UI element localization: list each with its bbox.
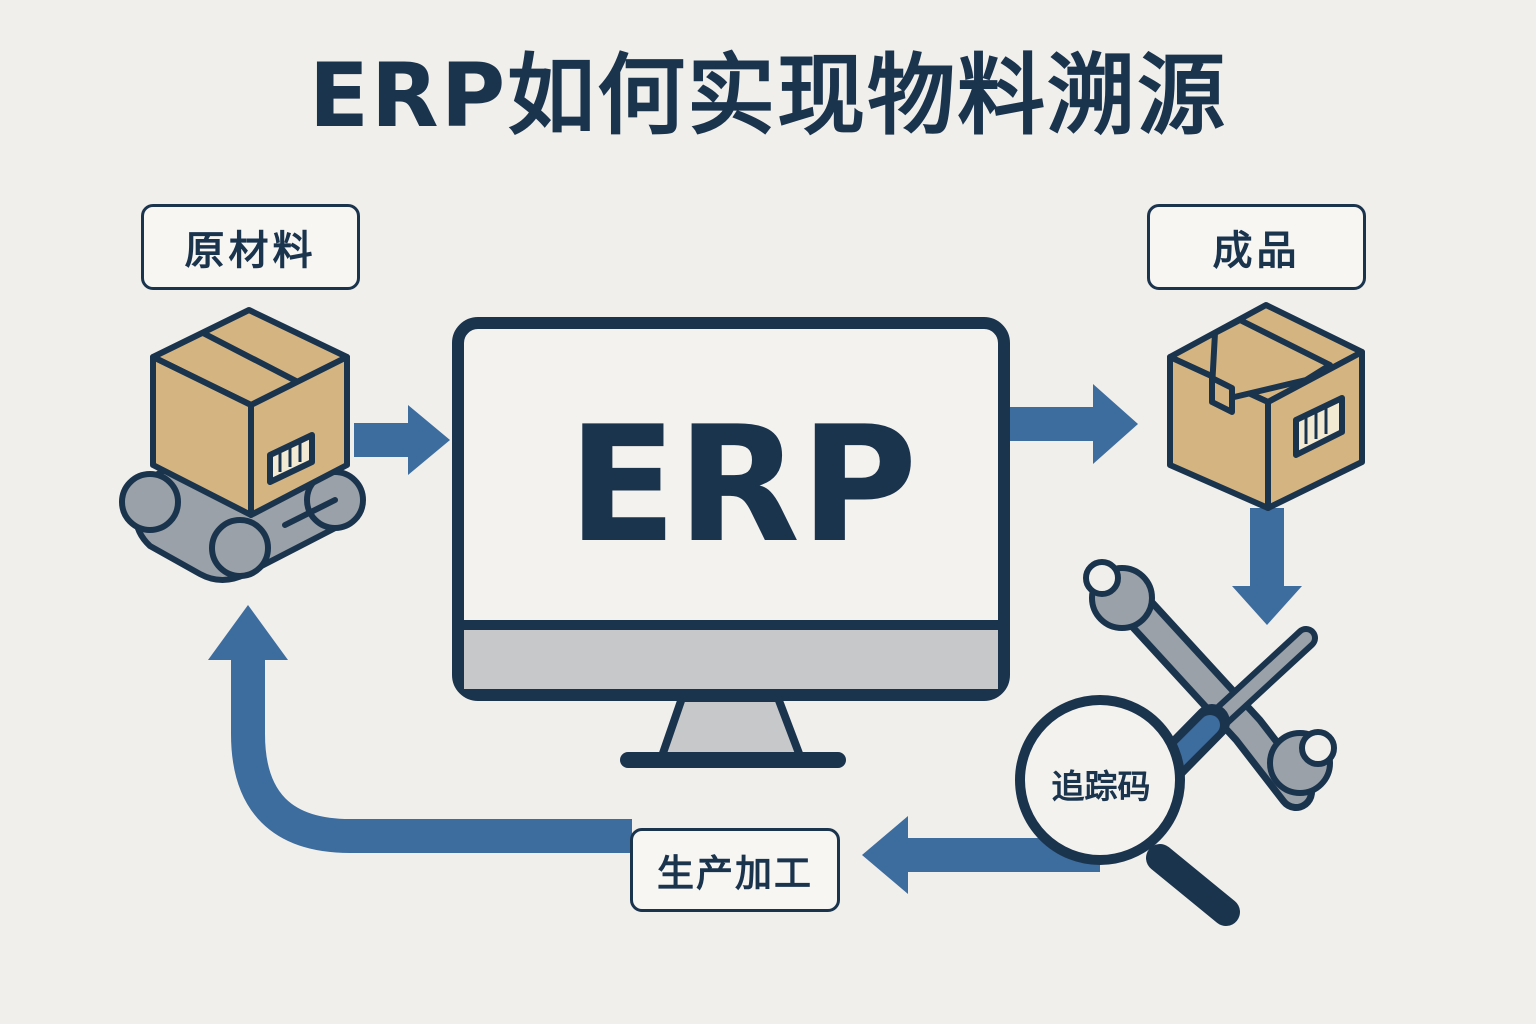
arrow-raw-to-erp-icon	[354, 405, 450, 475]
monitor-erp-text: ERP	[567, 391, 918, 578]
raw-material-box-icon	[150, 307, 350, 518]
magnifier-icon	[1015, 695, 1240, 926]
arrow-product-down-icon	[1232, 508, 1302, 625]
finished-product-label: 成品	[1147, 204, 1366, 290]
return-arrow-icon	[208, 605, 632, 853]
monitor-icon	[452, 317, 1010, 768]
arrow-erp-to-product-icon	[1007, 384, 1138, 464]
wrench-icon	[1083, 559, 1337, 811]
raw-material-label: 原材料	[141, 204, 360, 290]
barcode-icon	[267, 432, 315, 485]
barcode-icon	[1293, 395, 1345, 458]
page-title: ERP如何实现物料溯源	[308, 44, 1228, 147]
production-label: 生产加工	[630, 828, 840, 912]
trace-code-label: 追踪码	[1051, 767, 1151, 806]
finished-product-box-icon	[1167, 302, 1365, 511]
